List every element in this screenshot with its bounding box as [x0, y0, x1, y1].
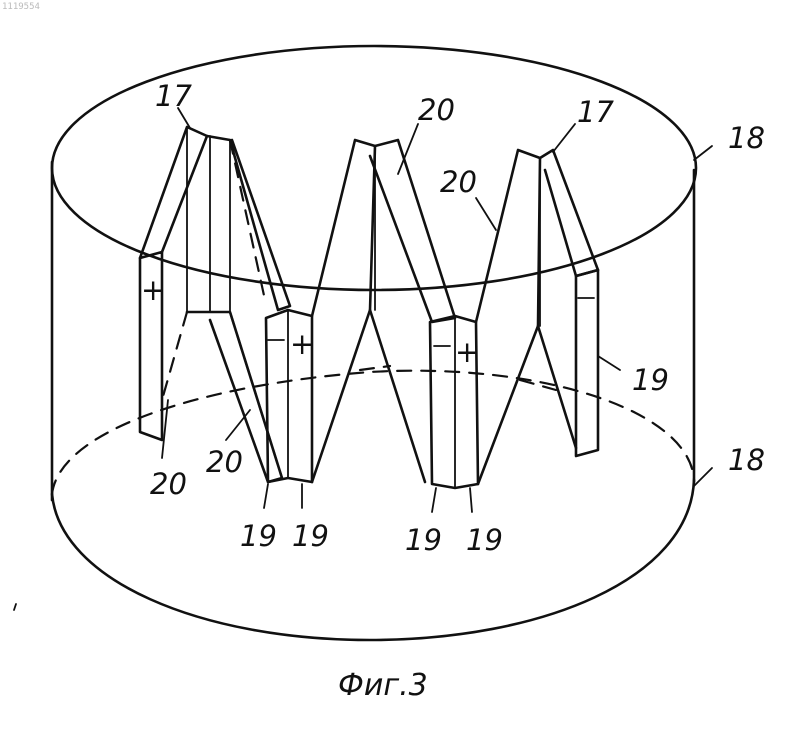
- label-19-b: 19: [292, 519, 329, 553]
- leader-19d: [470, 488, 472, 512]
- leader-20-right: [476, 198, 496, 230]
- plate-strip-right-up: [476, 150, 540, 326]
- plus-mark-mid-left: +: [290, 327, 314, 361]
- plus-mark-left: +: [141, 273, 165, 307]
- label-19-a: 19: [240, 519, 277, 553]
- plus-mark-mid-right: +: [455, 335, 479, 369]
- document-stamp: 1119554: [2, 2, 40, 12]
- cylinder-bottom-front-arc: [52, 480, 694, 640]
- label-17-right: 17: [577, 95, 614, 129]
- plate-strip-center-down: [312, 310, 425, 482]
- plate-strip-right-down: [478, 326, 576, 484]
- label-17-left: 17: [155, 79, 192, 113]
- leader-19a: [264, 484, 268, 508]
- leader-lines: [162, 108, 712, 512]
- label-18-bottom: 18: [728, 443, 765, 477]
- label-20-right: 20: [440, 165, 477, 199]
- label-19-c: 19: [405, 523, 442, 557]
- label-20-left: 20: [150, 467, 187, 501]
- cylinder: [52, 46, 696, 640]
- label-20-lower: 20: [206, 445, 243, 479]
- plate-hidden-left: [162, 140, 282, 478]
- leader-18b: [694, 468, 712, 486]
- label-19-d: 19: [466, 523, 503, 557]
- label-20-top: 20: [418, 93, 455, 127]
- stray-mark: [14, 604, 16, 610]
- label-18-top: 18: [728, 121, 765, 155]
- leader-17b: [553, 124, 575, 152]
- plate-strip-left-1: [140, 127, 207, 258]
- label-19-e: 19: [632, 363, 669, 397]
- leader-18a: [694, 146, 712, 160]
- leader-19c: [432, 488, 436, 512]
- zigzag-plates: [140, 127, 598, 488]
- figure-caption: Фиг.3: [338, 668, 428, 703]
- leader-19e: [598, 356, 620, 370]
- plate-strip-right-peak: [540, 150, 598, 276]
